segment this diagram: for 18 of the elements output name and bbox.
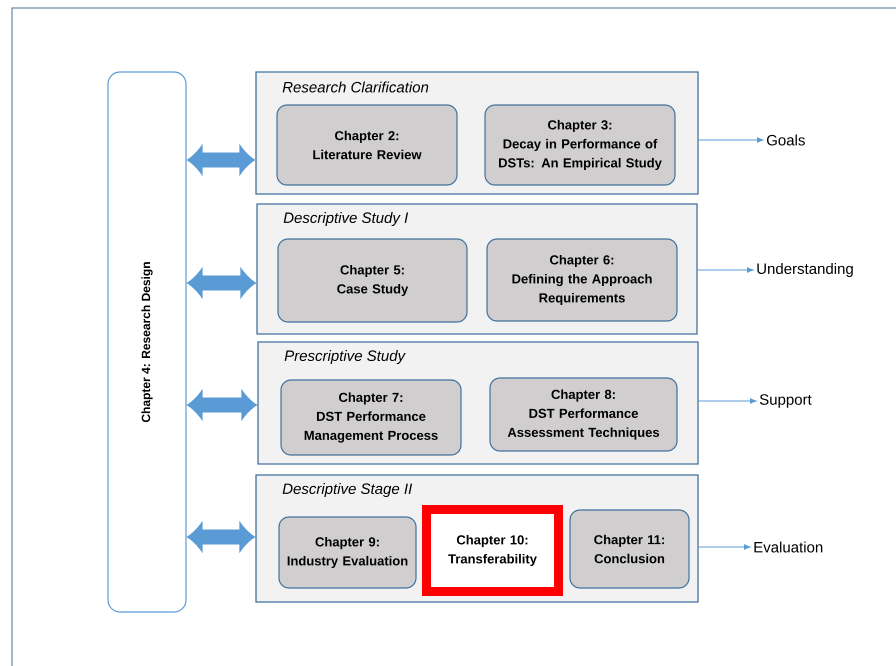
arrow (698, 137, 764, 143)
design-bar: Chapter 4: Research Design (107, 71, 187, 613)
chapter-box: Chapter 11: Conclusion (569, 509, 690, 589)
chapter-box: Chapter 3: Decay in Performance of DSTs: An Empirical Study (484, 104, 676, 186)
chapter-box: Chapter 8: DST Performance Assessment Techniques (489, 377, 678, 452)
outcome-label: Understanding (757, 263, 853, 277)
outcome-label: Evaluation (754, 542, 822, 552)
chapter-box: Chapter 2: Literature Review (276, 104, 458, 186)
chapter-box: Chapter 7: DST Performance Management Process (280, 379, 462, 456)
chapter-box: Chapter 6: Defining the Approach Requirements (486, 238, 678, 322)
arrow (698, 544, 751, 550)
outcome-label: Support (760, 394, 812, 408)
arrow (697, 267, 754, 273)
outcome-label: Goals (766, 134, 805, 146)
highlighted-chapter-box: Chapter 10: Transferability (422, 505, 563, 596)
chapter-box: Chapter 9: Industry Evaluation (278, 516, 417, 589)
chapter-box: Chapter 5: Case Study (277, 238, 468, 323)
arrow (698, 398, 757, 404)
